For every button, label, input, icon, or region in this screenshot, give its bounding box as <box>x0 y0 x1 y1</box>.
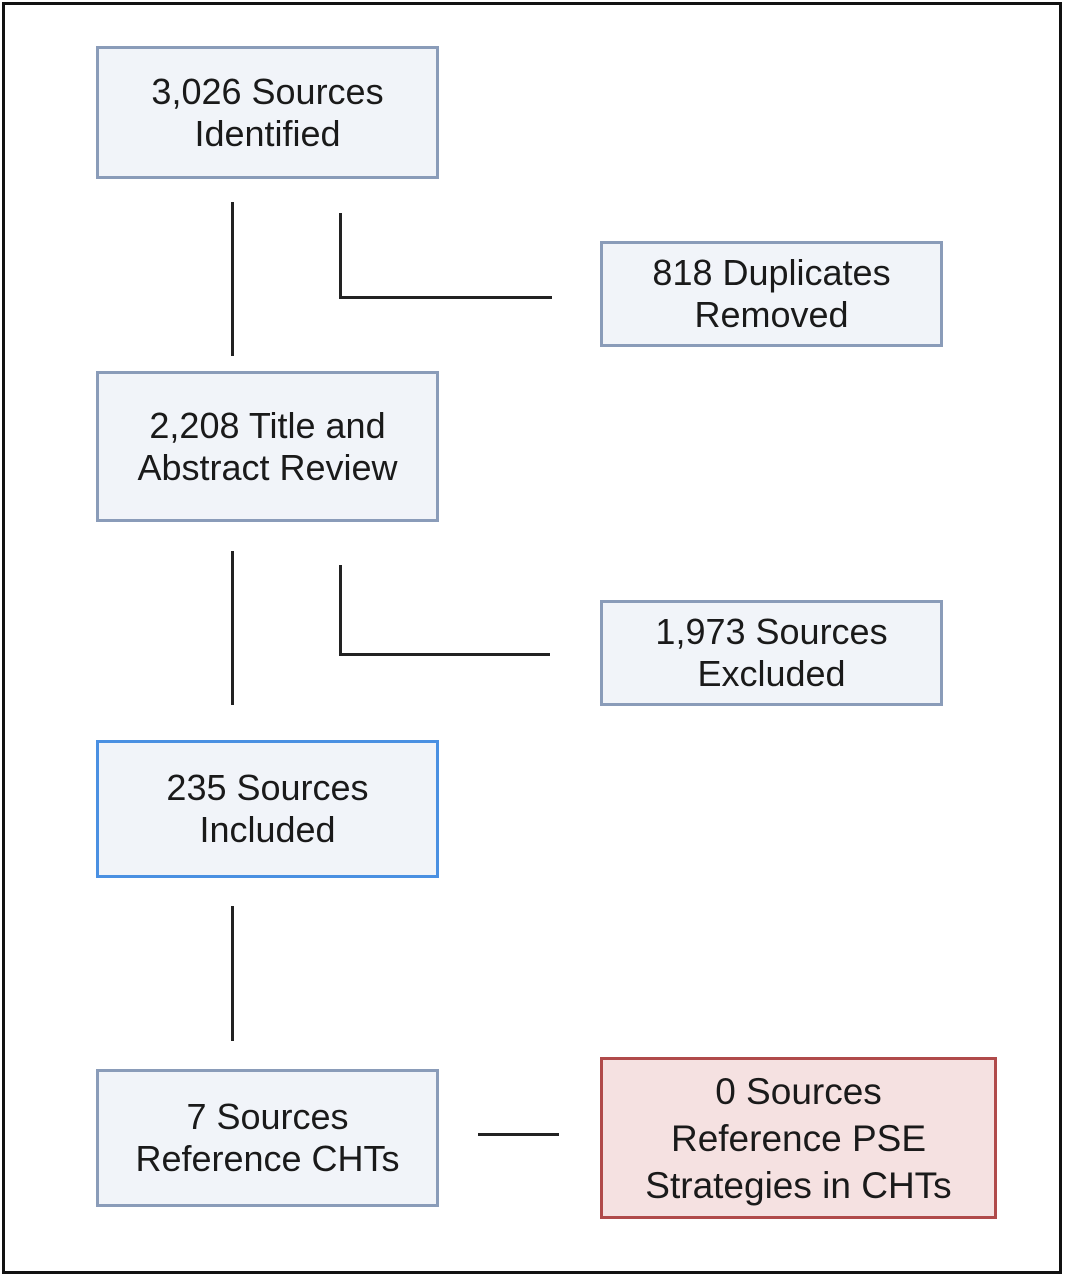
duplicates-removed-box: 818 Duplicates Removed <box>600 241 943 347</box>
pse-strategies-line3: Strategies in CHTs <box>645 1164 952 1206</box>
sources-excluded-line1: 1,973 Sources <box>655 611 888 652</box>
sources-identified-line1: 3,026 Sources <box>151 70 384 112</box>
duplicates-removed-line1: 818 Duplicates <box>652 252 891 293</box>
pse-strategies-box: 0 Sources Reference PSE Strategies in CH… <box>600 1057 997 1219</box>
sources-included-line1: 235 Sources <box>166 767 369 808</box>
sources-identified-box: 3,026 Sources Identified <box>96 46 439 179</box>
connector-vertical-3 <box>231 906 234 1041</box>
pse-strategies-line1: 0 Sources <box>715 1070 882 1112</box>
connector-branch-1-vertical <box>339 213 342 299</box>
title-abstract-review-line2: Abstract Review <box>137 446 398 488</box>
connector-branch-2-vertical <box>339 565 342 656</box>
sources-reference-chts-line1: 7 Sources <box>186 1096 349 1137</box>
connector-vertical-1 <box>231 202 234 356</box>
title-abstract-review-box: 2,208 Title and Abstract Review <box>96 371 439 522</box>
connector-vertical-2 <box>231 551 234 705</box>
sources-identified-line2: Identified <box>194 112 341 154</box>
connector-branch-1-horizontal <box>339 296 552 299</box>
connector-branch-2-horizontal <box>339 653 550 656</box>
duplicates-removed-line2: Removed <box>694 294 849 335</box>
pse-strategies-line2: Reference PSE <box>670 1117 927 1159</box>
title-abstract-review-line1: 2,208 Title and <box>149 404 386 446</box>
connector-horizontal-final <box>478 1133 559 1136</box>
sources-excluded-box: 1,973 Sources Excluded <box>600 600 943 706</box>
sources-included-line2: Included <box>199 809 336 850</box>
sources-reference-chts-box: 7 Sources Reference CHTs <box>96 1069 439 1207</box>
sources-excluded-line2: Excluded <box>697 653 846 694</box>
sources-reference-chts-line2: Reference CHTs <box>135 1138 400 1179</box>
sources-included-box: 235 Sources Included <box>96 740 439 878</box>
